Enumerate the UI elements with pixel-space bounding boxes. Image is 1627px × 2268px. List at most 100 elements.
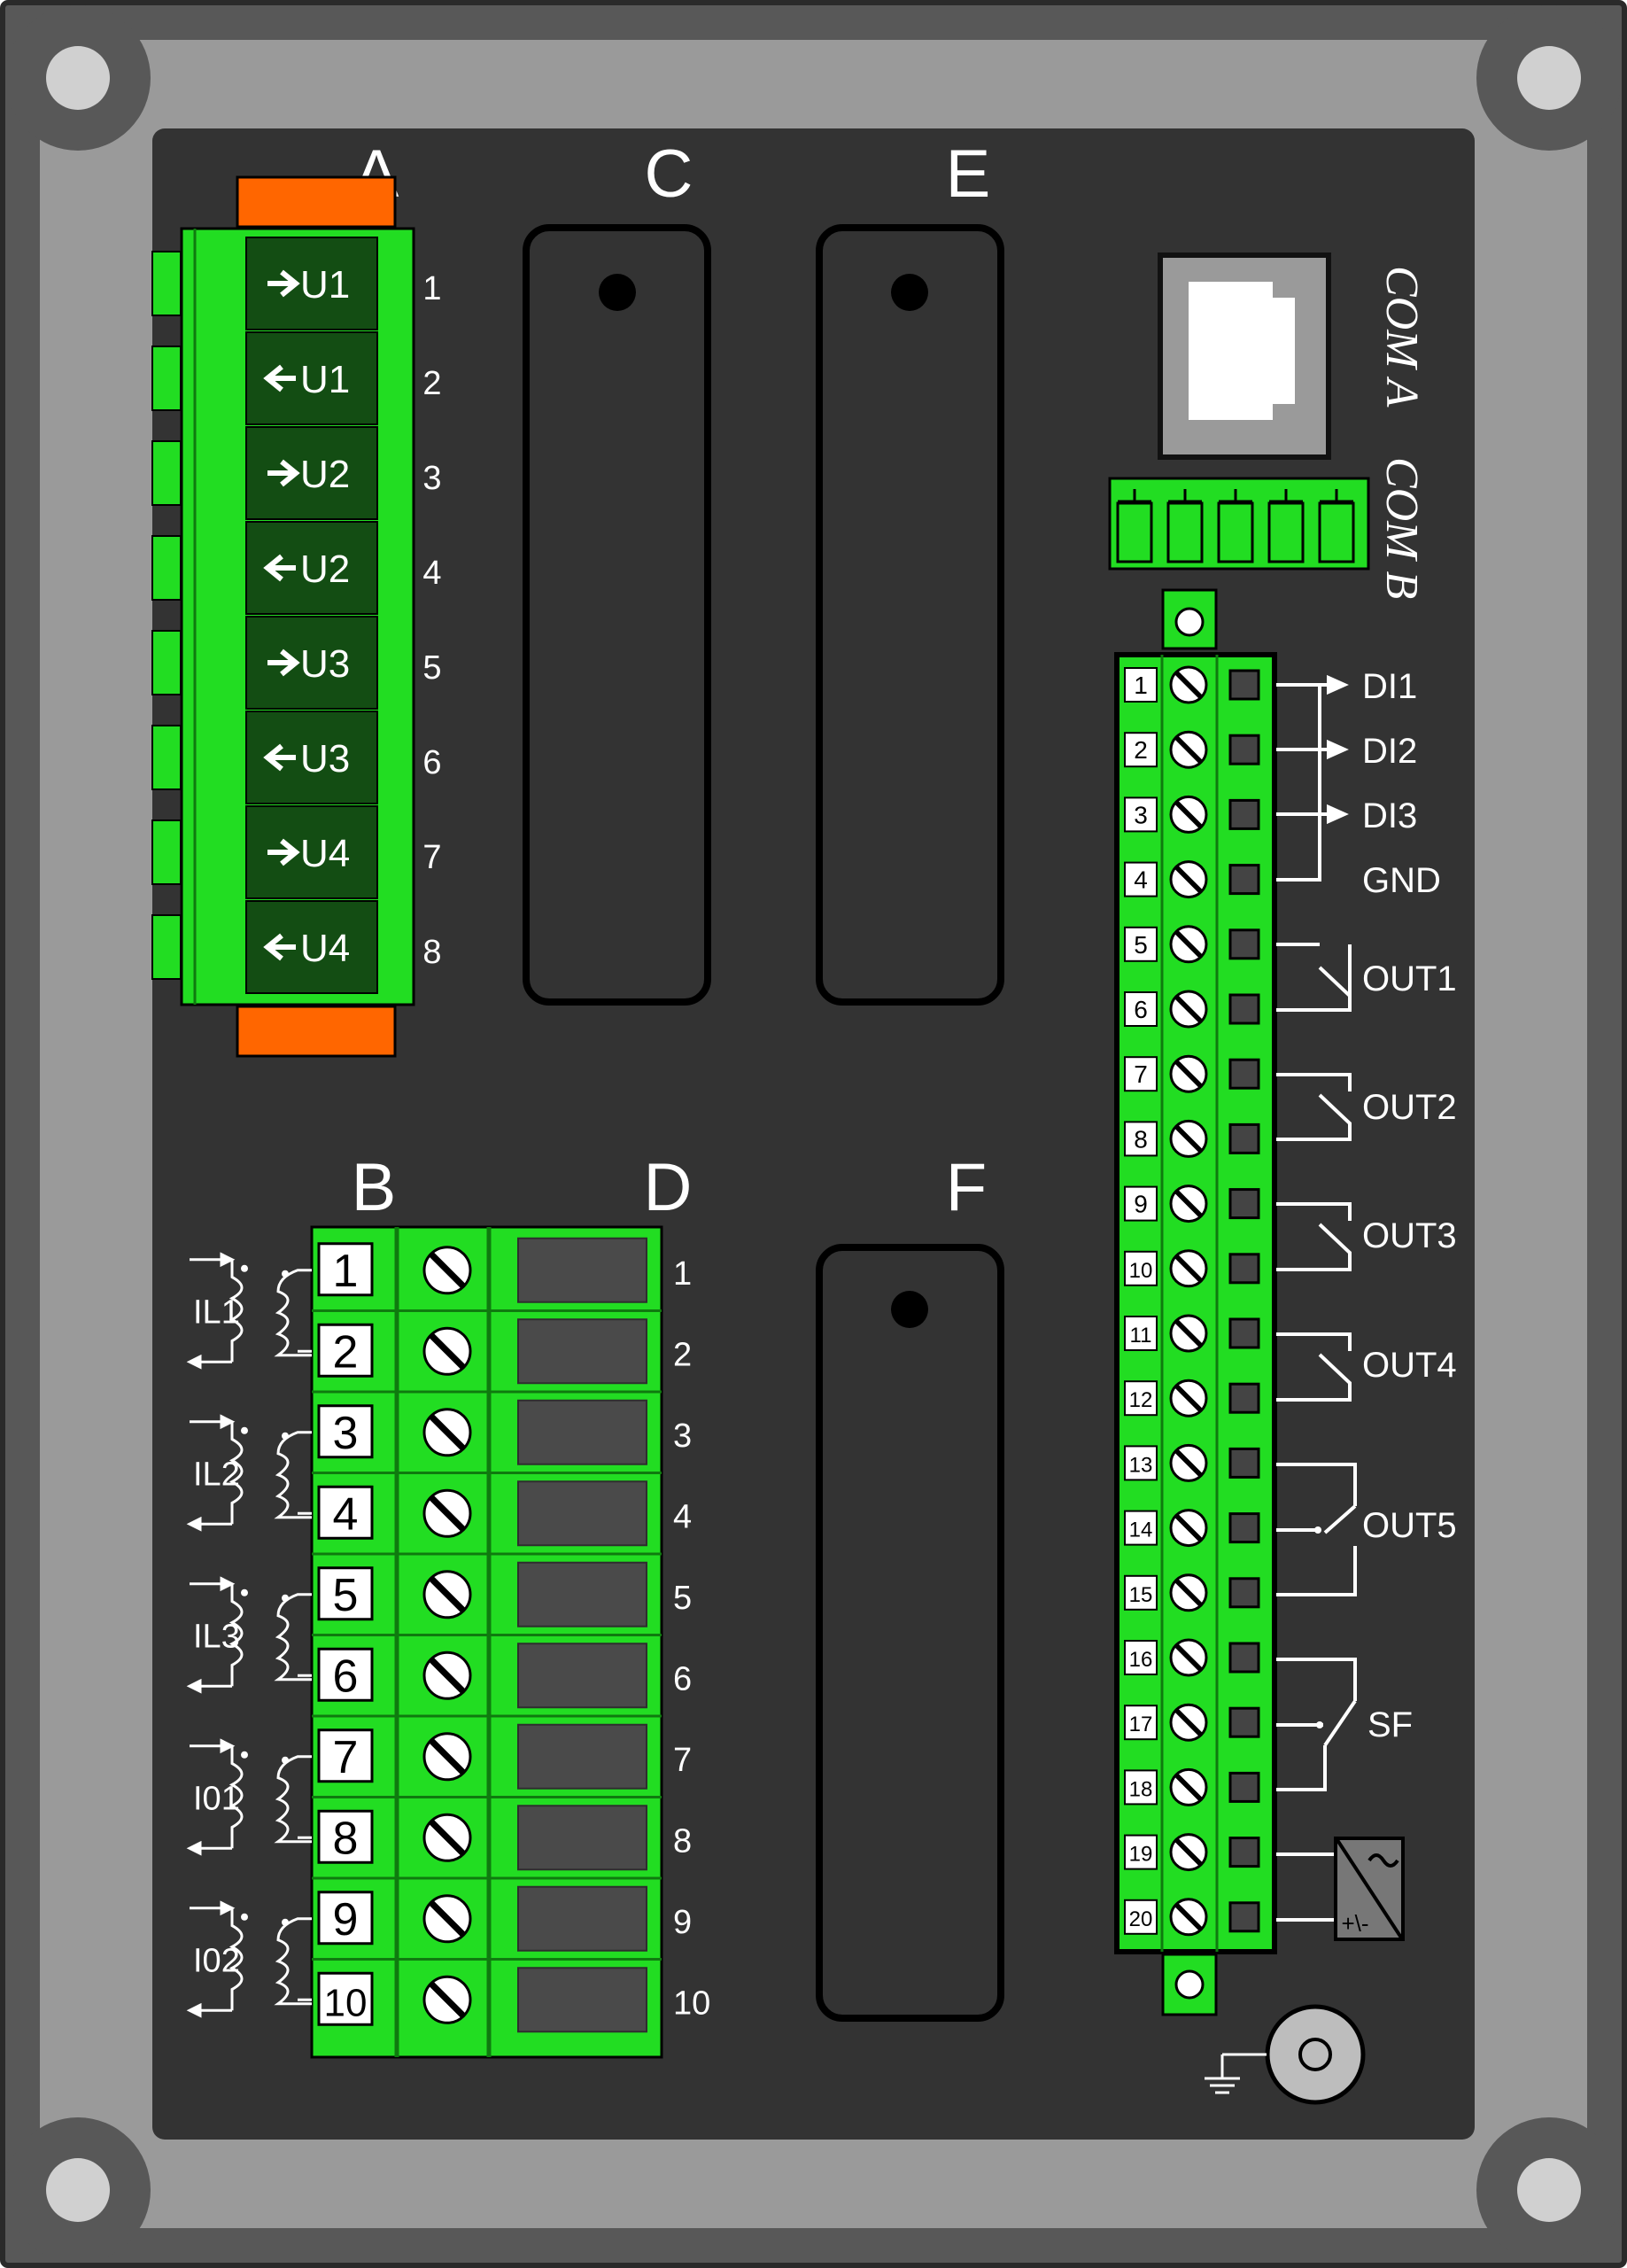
arrow-left-icon: [263, 743, 296, 772]
terminal-wire-entry[interactable]: [1228, 1317, 1260, 1349]
connector-b-wire-entry[interactable]: [517, 1237, 647, 1303]
terminal-screw[interactable]: [1169, 1119, 1208, 1158]
terminal-screw[interactable]: [1169, 1379, 1208, 1418]
connector-a-terminal-slot[interactable]: [245, 805, 378, 899]
connector-a-release-tab[interactable]: [151, 914, 182, 980]
terminal-wire-entry[interactable]: [1228, 1382, 1260, 1414]
terminal-screw[interactable]: [1169, 665, 1208, 704]
com-a-port[interactable]: [1158, 252, 1331, 460]
com-b-pin[interactable]: [1166, 489, 1204, 563]
terminal-wire-entry[interactable]: [1228, 864, 1260, 896]
connector-a-release-tab[interactable]: [151, 630, 182, 695]
terminal-screw[interactable]: [1169, 1638, 1208, 1677]
com-b-pin[interactable]: [1116, 489, 1153, 563]
terminal-number: 11: [1130, 1324, 1152, 1348]
terminal-wire-entry[interactable]: [1228, 993, 1260, 1025]
terminal-screw[interactable]: [1169, 860, 1208, 899]
terminal-number: 4: [1134, 866, 1148, 894]
terminal-wire-entry[interactable]: [1228, 1447, 1260, 1479]
connector-b-wire-entry[interactable]: [517, 1967, 647, 2033]
connector-a-release-tab[interactable]: [151, 535, 182, 601]
connector-a-release-tab[interactable]: [151, 346, 182, 411]
connector-b-screw[interactable]: [422, 1246, 472, 1295]
connector-b-wire-entry[interactable]: [517, 1561, 647, 1627]
connector-d-pin-number: 9: [673, 1904, 692, 1941]
terminal-wire-entry[interactable]: [1228, 1901, 1260, 1933]
terminal-screw[interactable]: [1169, 1054, 1208, 1093]
connector-b-screw[interactable]: [422, 1488, 472, 1538]
slot-label-e: E: [946, 136, 991, 212]
connector-a-release-tab[interactable]: [151, 251, 182, 316]
terminal-screw[interactable]: [1169, 1573, 1208, 1612]
connector-b-screw[interactable]: [422, 1570, 472, 1619]
terminal-number: 6: [1134, 996, 1148, 1023]
connector-a-release-tab[interactable]: [151, 725, 182, 790]
terminal-wire-entry[interactable]: [1228, 734, 1260, 765]
terminal-wire-entry[interactable]: [1228, 1706, 1260, 1738]
com-b-pin[interactable]: [1267, 489, 1305, 563]
connector-a-release-tab[interactable]: [151, 440, 182, 506]
terminal-row: 1: [1124, 665, 1260, 704]
connector-b-number-box: [317, 1566, 374, 1621]
terminal-screw[interactable]: [1169, 795, 1208, 834]
com-b-port[interactable]: [1108, 477, 1370, 571]
terminal-wire-entry[interactable]: [1228, 669, 1260, 701]
terminal-wire-entry[interactable]: [1228, 1642, 1260, 1674]
connector-b-number-box: [317, 1404, 374, 1459]
terminal-wire-entry[interactable]: [1228, 1253, 1260, 1285]
terminal-screw[interactable]: [1169, 1509, 1208, 1548]
terminal-wire-entry[interactable]: [1228, 1188, 1260, 1220]
connector-b-wire-entry[interactable]: [517, 1805, 647, 1871]
terminal-wire-entry[interactable]: [1228, 798, 1260, 830]
connector-b-screw[interactable]: [422, 1408, 472, 1457]
terminal-row: 20: [1124, 1898, 1260, 1937]
connector-d-pin-number: 8: [673, 1822, 692, 1860]
terminal-wire-entry[interactable]: [1228, 1577, 1260, 1609]
connector-b-number-box: [317, 1809, 374, 1864]
connector-b-screw[interactable]: [422, 1813, 472, 1862]
arrow-left-icon: [263, 364, 296, 392]
terminal-wire-entry[interactable]: [1228, 1837, 1260, 1868]
com-b-pin[interactable]: [1217, 489, 1254, 563]
connector-a-bottom-latch[interactable]: [236, 1005, 397, 1058]
connector-b-wire-entry[interactable]: [517, 1399, 647, 1465]
terminal-wire-entry[interactable]: [1228, 928, 1260, 960]
terminal-screw[interactable]: [1169, 1184, 1208, 1223]
connector-b-terminal-number: 4: [333, 1488, 359, 1540]
terminal-screw[interactable]: [1169, 925, 1208, 964]
terminal-wire-entry[interactable]: [1228, 1122, 1260, 1154]
terminal-wire-entry[interactable]: [1228, 1058, 1260, 1090]
terminal-screw[interactable]: [1169, 1443, 1208, 1482]
terminal-screw[interactable]: [1169, 1833, 1208, 1872]
terminal-screw[interactable]: [1169, 1898, 1208, 1937]
connector-b-wire-entry[interactable]: [517, 1318, 647, 1385]
connector-b-screw[interactable]: [422, 1651, 472, 1700]
com-b-pin[interactable]: [1318, 489, 1355, 563]
terminal-screw[interactable]: [1169, 730, 1208, 769]
connector-a-top-latch[interactable]: [236, 175, 397, 229]
connector-b-wire-entry[interactable]: [517, 1480, 647, 1547]
terminal-number: 16: [1129, 1648, 1153, 1672]
connector-a-release-tab[interactable]: [151, 819, 182, 885]
terminal-number-box: [1124, 796, 1158, 833]
ground-terminal[interactable]: [1265, 2004, 1366, 2105]
connector-b-screw[interactable]: [422, 1894, 472, 1944]
connector-d-pin-number: 10: [673, 1984, 710, 2022]
terminal-screw[interactable]: [1169, 1314, 1208, 1353]
terminal-wire-entry[interactable]: [1228, 1512, 1260, 1544]
connector-b-screw[interactable]: [422, 1975, 472, 2024]
terminal-wire-entry[interactable]: [1228, 1771, 1260, 1803]
connector-b-screw[interactable]: [422, 1732, 472, 1782]
terminal-screw[interactable]: [1169, 990, 1208, 1029]
connector-b-wire-entry[interactable]: [517, 1885, 647, 1952]
terminal-number-box: [1124, 1185, 1158, 1222]
connector-b-screw[interactable]: [422, 1326, 472, 1376]
terminal-screw[interactable]: [1169, 1767, 1208, 1806]
terminal-screw[interactable]: [1169, 1249, 1208, 1288]
terminal-screw[interactable]: [1169, 1703, 1208, 1742]
terminal-number: 10: [1129, 1259, 1153, 1283]
connector-b-wire-entry[interactable]: [517, 1643, 647, 1709]
connector-b-wire-entry[interactable]: [517, 1723, 647, 1790]
